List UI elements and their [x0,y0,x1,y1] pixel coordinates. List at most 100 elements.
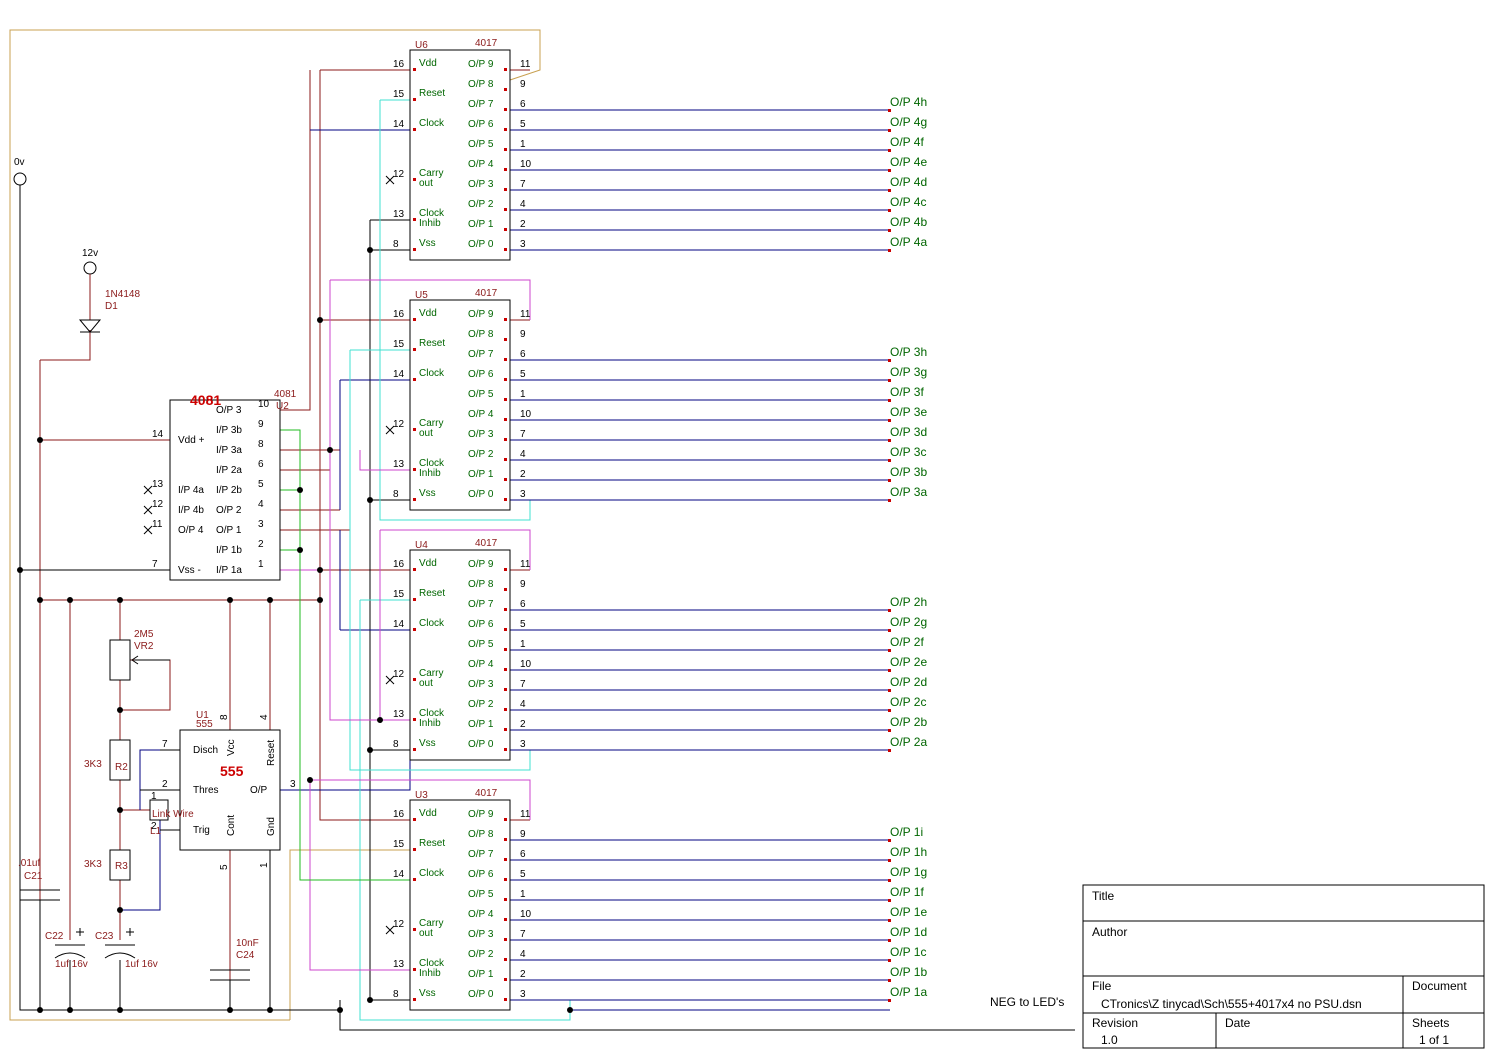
timer-pin1: 1 [259,862,270,868]
junction-dots [17,247,573,1013]
timer-op-label: O/P [250,785,268,796]
output-label: O/P 3g [890,365,927,379]
timer-vcc-label: Vcc [226,739,237,756]
counter-pin-num: 14 [393,619,405,630]
and-pin-num: 11 [152,519,163,530]
and-pin-label: I/P 4a [178,485,204,496]
timer-pin7: 7 [162,739,168,750]
counter-out-label: O/P 9 [468,559,494,570]
timer-trig-label: Trig [193,825,210,836]
counter-out-num: 7 [520,929,526,940]
link-wire-l1: 1 2 Link Wire L1 [149,791,194,837]
counter-pin-label2: out [419,428,433,439]
output-label: O/P 3d [890,425,927,439]
output-label: O/P 3a [890,485,927,499]
counter-out-label: O/P 8 [468,579,494,590]
counter-pin-label: Carry [419,418,443,429]
counter-out-label: O/P 0 [468,239,494,250]
and-pin-label: I/P 3a [216,445,242,456]
diode-d1: 1N4148 D1 [78,289,140,333]
and-pin-num: 1 [258,559,264,570]
counter-out-label: O/P 6 [468,369,494,380]
counter-part: 4017 [475,288,498,299]
output-label: O/P 2d [890,675,927,689]
counter-out-num: 4 [520,949,526,960]
and-pin-label: O/P 3 [216,405,242,416]
sheets-label: Sheets [1412,1016,1449,1030]
output-label: O/P 3f [890,385,924,399]
counter-out-label: O/P 2 [468,699,494,710]
counter-ref: U3 [415,790,428,801]
counter-pin-label: Vss [419,238,436,249]
supply-0v: 0v [13,157,27,186]
and-pin-num: 10 [258,399,270,410]
capacitor-c23: C23 1uf 16v [95,928,158,970]
counter-out-label: O/P 6 [468,119,494,130]
counter-pin-label: Vdd [419,58,437,69]
counter-part: 4017 [475,788,498,799]
timer-title: 555 [220,763,244,779]
timer-pin5: 5 [219,864,230,870]
output-label: O/P 4h [890,95,927,109]
output-label: O/P 4g [890,115,927,129]
counter-pin-num: 16 [393,559,405,570]
counter-pin-label2: out [419,178,433,189]
svg-text:0v: 0v [14,157,25,168]
svg-text:1N4148: 1N4148 [105,289,140,300]
counter-out-num: 11 [520,309,531,320]
carry-wires [280,279,531,971]
svg-text:.01uf: .01uf [18,858,40,869]
counter-out-label: O/P 3 [468,929,494,940]
counter-pin-label: Clock [419,958,445,969]
file-value: CTronics\Z tinycad\Sch\555+4017x4 no PSU… [1101,997,1362,1011]
counter-out-label: O/P 4 [468,409,494,420]
counter-out-num: 5 [520,869,526,880]
counter-out-num: 10 [520,409,532,420]
svg-text:3K3: 3K3 [84,859,102,870]
neg-label: NEG to LED's [990,995,1064,1009]
counter-pin-label: Carry [419,918,443,929]
counter-out-label: O/P 7 [468,99,494,110]
and-pin-label: I/P 2b [216,485,242,496]
capacitor-c24: 10nF C24 [210,938,259,981]
counter-out-num: 11 [520,59,531,70]
counter-pin-label2: Inhib [419,718,441,729]
svg-text:R2: R2 [115,762,128,773]
counter-out-num: 11 [520,559,531,570]
output-label: O/P 1g [890,865,927,879]
timer-pin2: 2 [162,779,168,790]
output-label: O/P 3b [890,465,927,479]
counter-out-label: O/P 6 [468,869,494,880]
output-label: O/P 2g [890,615,927,629]
counter-pin-num: 16 [393,809,405,820]
counter-pin-num: 13 [393,709,405,720]
counter-pin-label: Clock [419,458,445,469]
and-pin-num: 6 [258,459,264,470]
counter-out-num: 11 [520,809,531,820]
output-label: O/P 1f [890,885,924,899]
revision-label: Revision [1092,1016,1138,1030]
counter-pin-label: Clock [419,618,445,629]
counter-pin-label: Vdd [419,558,437,569]
counter-pin-label2: out [419,678,433,689]
resistor-r3: R3 3K3 [84,849,131,881]
counter-pin-num: 16 [393,59,405,70]
file-label: File [1092,979,1112,993]
counter-out-label: O/P 5 [468,639,494,650]
counter-pin-label: Carry [419,668,443,679]
output-label: O/P 1i [890,825,923,839]
sheets-value: 1 of 1 [1419,1033,1449,1047]
output-label: O/P 4f [890,135,924,149]
counter-pin-num: 12 [393,169,405,180]
timer-disch-label: Disch [193,745,218,756]
and-pin-num: 2 [258,539,264,550]
counter-pin-label: Reset [419,588,445,599]
counter-pin-label: Reset [419,88,445,99]
counter-out-label: O/P 5 [468,889,494,900]
counter-out-label: O/P 3 [468,179,494,190]
and-pin-num: 9 [258,419,264,430]
counter-out-label: O/P 8 [468,329,494,340]
output-label: O/P 1a [890,985,927,999]
counter-out-label: O/P 8 [468,829,494,840]
counter-out-label: O/P 6 [468,619,494,630]
